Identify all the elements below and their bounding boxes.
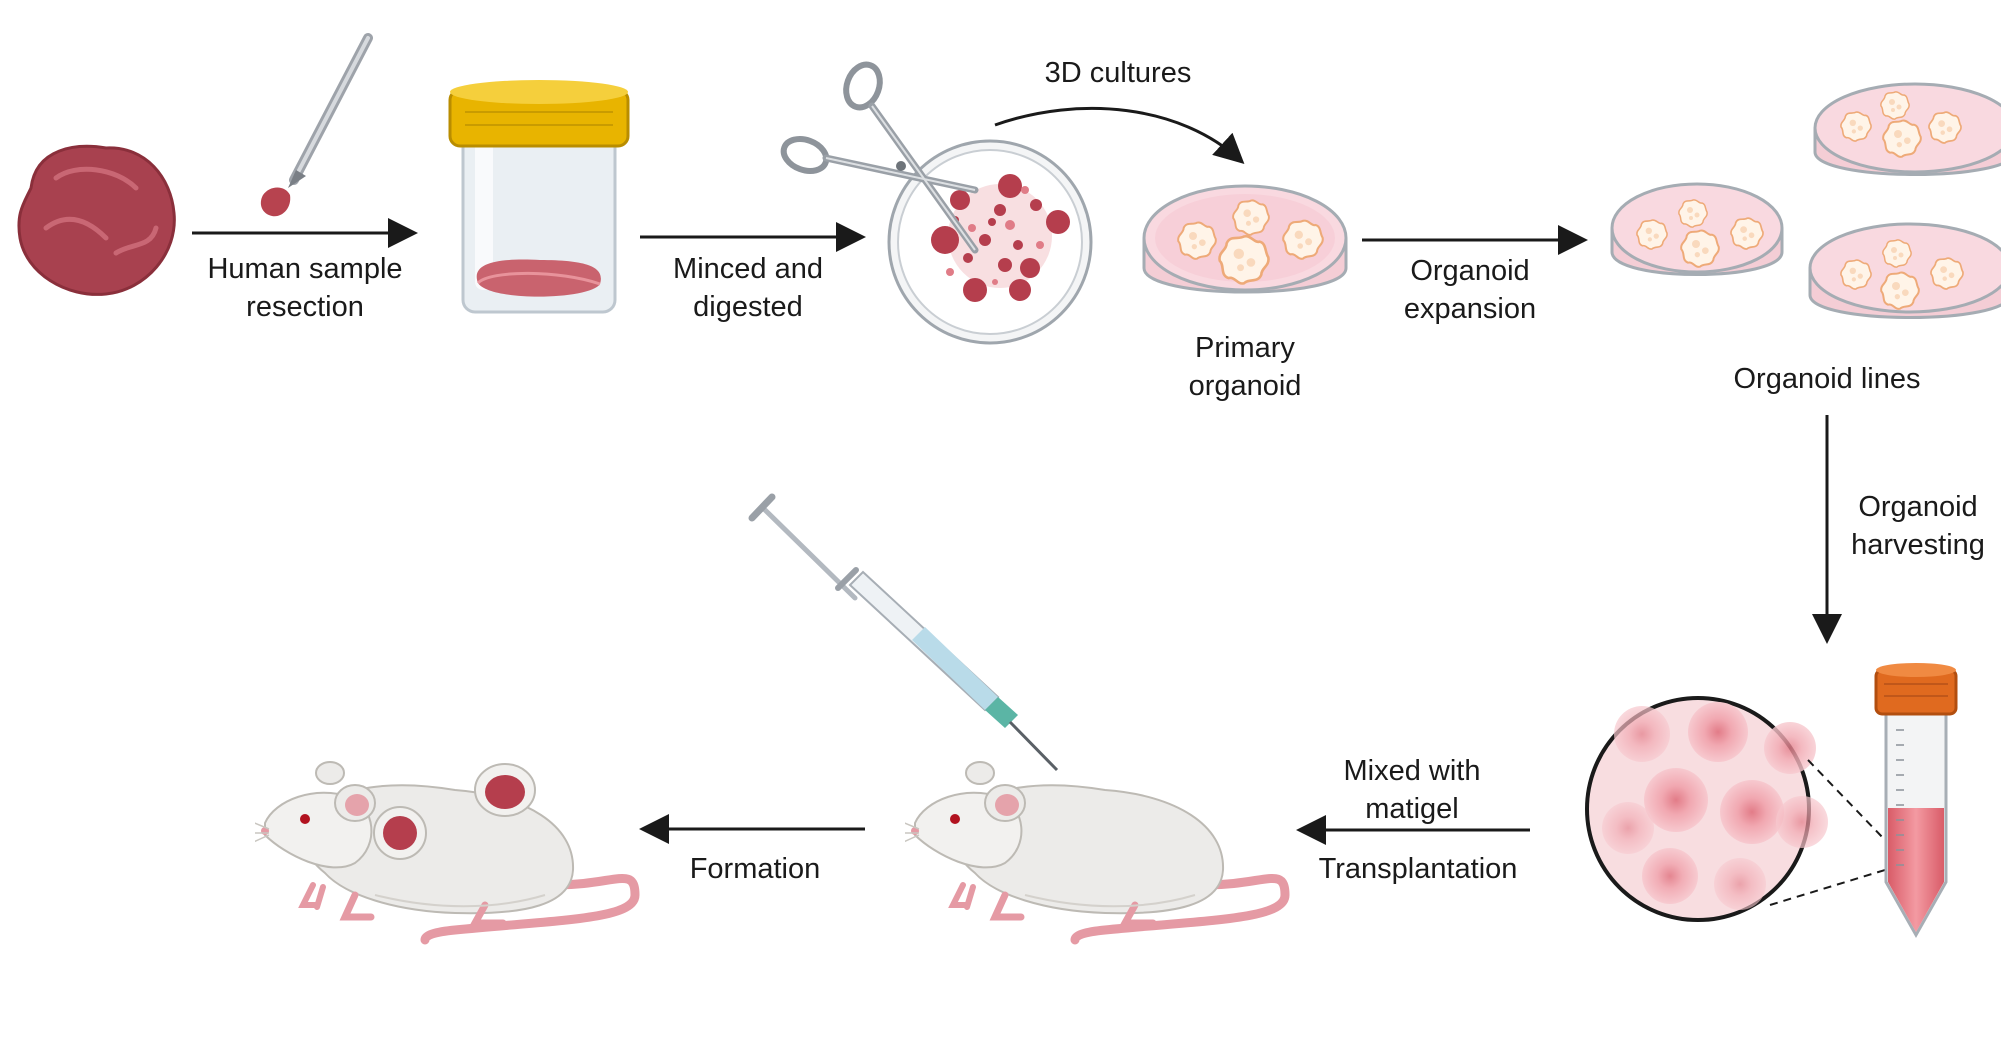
label-resection: resection xyxy=(246,291,364,323)
organoid-line-dish-right xyxy=(1808,222,2001,319)
label-harvesting: harvesting xyxy=(1851,529,1985,561)
label-organoid: organoid xyxy=(1189,370,1302,402)
syringe-icon xyxy=(748,493,1059,772)
magnify-line-bottom xyxy=(1769,869,1886,906)
mouse-tumor-icon xyxy=(243,762,635,940)
arrow-3d-cultures xyxy=(994,106,1245,165)
label-human-sample: Human sample xyxy=(207,253,402,285)
specimen-jar-icon xyxy=(448,80,630,314)
organoid-line-dish-top xyxy=(1813,82,2001,176)
petri-dish-icon xyxy=(887,139,1093,345)
forceps-icon xyxy=(260,33,373,217)
label-3d-cultures: 3D cultures xyxy=(1045,57,1192,89)
label-organoid-harv: Organoid xyxy=(1858,491,1977,523)
label-organoid-lines: Organoid lines xyxy=(1734,363,1921,395)
label-expansion: expansion xyxy=(1404,293,1536,325)
organoid-line-dish-left xyxy=(1610,182,1784,276)
magnify-line-top xyxy=(1807,759,1886,841)
primary-organoid-dish-icon xyxy=(1142,184,1348,294)
label-minced-and: Minced and xyxy=(673,253,823,285)
label-primary: Primary xyxy=(1195,332,1295,364)
conical-tube-icon xyxy=(1874,663,1958,939)
cell-magnification-icon xyxy=(1585,696,1828,922)
mouse-injection-icon xyxy=(893,762,1285,940)
label-matigel: matigel xyxy=(1365,793,1459,825)
label-organoid-exp: Organoid xyxy=(1410,255,1529,287)
label-formation: Formation xyxy=(690,853,821,885)
scissors-icon xyxy=(780,61,979,254)
label-digested: digested xyxy=(693,291,803,323)
label-transplantation: Transplantation xyxy=(1319,853,1518,885)
tissue-sample-icon xyxy=(17,144,176,296)
label-mixed-with: Mixed with xyxy=(1344,755,1481,787)
